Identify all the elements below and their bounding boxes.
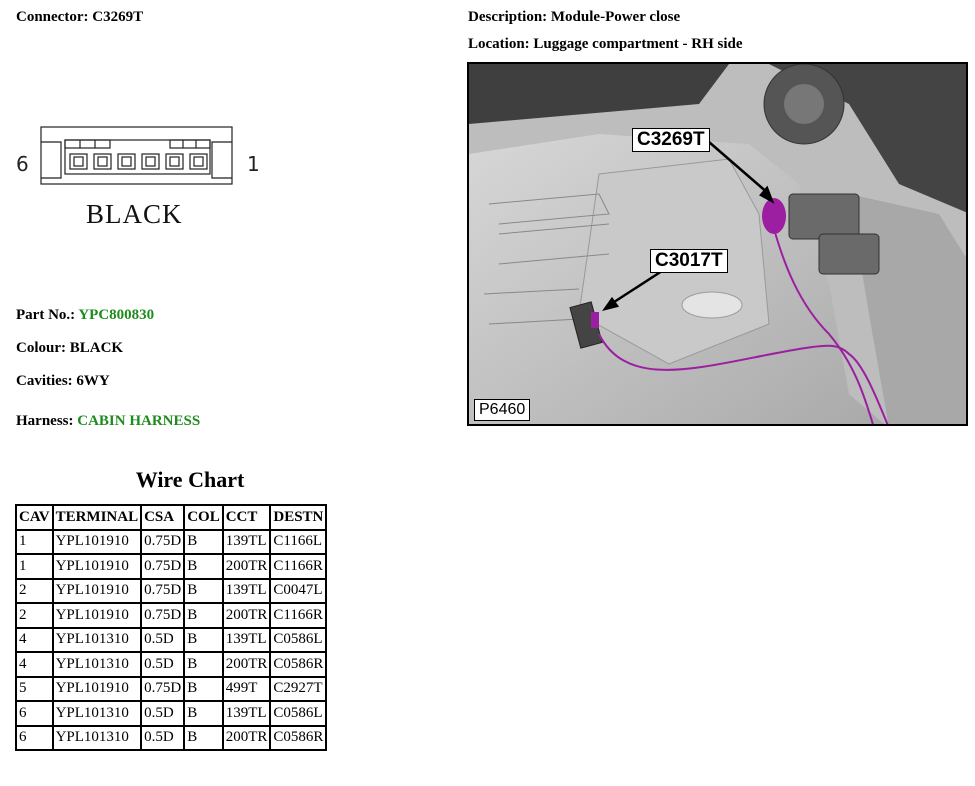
cell-cct: 200TR [221, 724, 272, 751]
cell-terminal: YPL101910 [51, 528, 143, 555]
wire-chart-title: Wire Chart [135, 467, 245, 492]
header-csa: CSA [140, 504, 186, 531]
cell-cav: 1 [15, 528, 54, 555]
header-col: COL [183, 504, 224, 531]
colour-label: Colour: BLACK [16, 340, 124, 356]
cell-cav: 4 [15, 626, 54, 653]
cell-cct: 139TL [221, 700, 272, 727]
cell-cav: 6 [15, 724, 54, 751]
luggage-compartment-illustration [469, 64, 966, 424]
cavities-label: Cavities: 6WY [16, 373, 110, 389]
cell-csa: 0.5D [140, 626, 186, 653]
cell-csa: 0.75D [140, 675, 186, 702]
harness-row: Harness: CABIN HARNESS [16, 413, 200, 430]
cell-cct: 139TL [221, 577, 272, 604]
cell-terminal: YPL101310 [51, 651, 143, 678]
connector-face-diagram [40, 126, 233, 185]
cell-terminal: YPL101310 [51, 700, 143, 727]
cell-col: B [183, 602, 224, 629]
cell-cct: 139TL [221, 626, 272, 653]
header-cav: CAV [15, 504, 54, 531]
cell-cav: 6 [15, 700, 54, 727]
part-number-row: Part No.: YPC800830 [16, 307, 154, 324]
cell-csa: 0.75D [140, 602, 186, 629]
cell-cav: 4 [15, 651, 54, 678]
cell-col: B [183, 553, 224, 580]
cell-cct: 139TL [221, 528, 272, 555]
cell-cav: 1 [15, 553, 54, 580]
cell-col: B [183, 626, 224, 653]
cell-col: B [183, 651, 224, 678]
description-label: Description: Module-Power close [468, 9, 681, 25]
table-header-row: CAV TERMINAL CSA COL CCT DESTN [15, 504, 328, 531]
cell-cav: 2 [15, 577, 54, 604]
connector-label: Connector: C3269T [16, 9, 144, 25]
location-photo: C3269T C3017T P6460 [467, 62, 968, 426]
cell-col: B [183, 577, 224, 604]
cell-col: B [183, 724, 224, 751]
cell-csa: 0.5D [140, 724, 186, 751]
part-number-label: Part No.: [16, 307, 79, 323]
cell-cct: 200TR [221, 651, 272, 678]
pin-number-right: 1 [247, 152, 260, 176]
cell-destn: C0586R [269, 651, 328, 678]
cell-cct: 200TR [221, 553, 272, 580]
cell-destn: C0586L [269, 700, 328, 727]
cell-terminal: YPL101310 [51, 626, 143, 653]
header-destn: DESTN [269, 504, 328, 531]
cell-terminal: YPL101310 [51, 724, 143, 751]
cell-terminal: YPL101910 [51, 577, 143, 604]
cell-csa: 0.75D [140, 577, 186, 604]
cell-terminal: YPL101910 [51, 602, 143, 629]
pin-number-left: 6 [16, 152, 29, 176]
cell-destn: C1166R [269, 602, 328, 629]
cell-destn: C0586L [269, 626, 328, 653]
cell-cct: 499T [221, 675, 272, 702]
cell-destn: C2927T [269, 675, 328, 702]
header-terminal: TERMINAL [51, 504, 143, 531]
connector-colour-text: BLACK [86, 199, 183, 229]
cell-terminal: YPL101910 [51, 553, 143, 580]
cell-csa: 0.75D [140, 553, 186, 580]
cell-csa: 0.75D [140, 528, 186, 555]
callout-c3269t: C3269T [632, 128, 710, 152]
cell-destn: C1166L [269, 528, 328, 555]
cell-destn: C1166R [269, 553, 328, 580]
cell-destn: C0586R [269, 724, 328, 751]
cell-csa: 0.5D [140, 700, 186, 727]
part-number-value: YPC800830 [78, 307, 155, 323]
header-cct: CCT [221, 504, 272, 531]
harness-label: Harness: [16, 413, 78, 429]
callout-c3017t: C3017T [650, 249, 728, 273]
cell-cct: 200TR [221, 602, 272, 629]
cell-cav: 2 [15, 602, 54, 629]
cell-destn: C0047L [269, 577, 328, 604]
cell-terminal: YPL101910 [51, 675, 143, 702]
harness-value: CABIN HARNESS [77, 413, 201, 429]
cell-col: B [183, 700, 224, 727]
location-label: Location: Luggage compartment - RH side [468, 36, 743, 52]
cell-csa: 0.5D [140, 651, 186, 678]
cell-col: B [183, 675, 224, 702]
cell-cav: 5 [15, 675, 54, 702]
photo-reference-label: P6460 [474, 399, 531, 421]
cell-col: B [183, 528, 224, 555]
